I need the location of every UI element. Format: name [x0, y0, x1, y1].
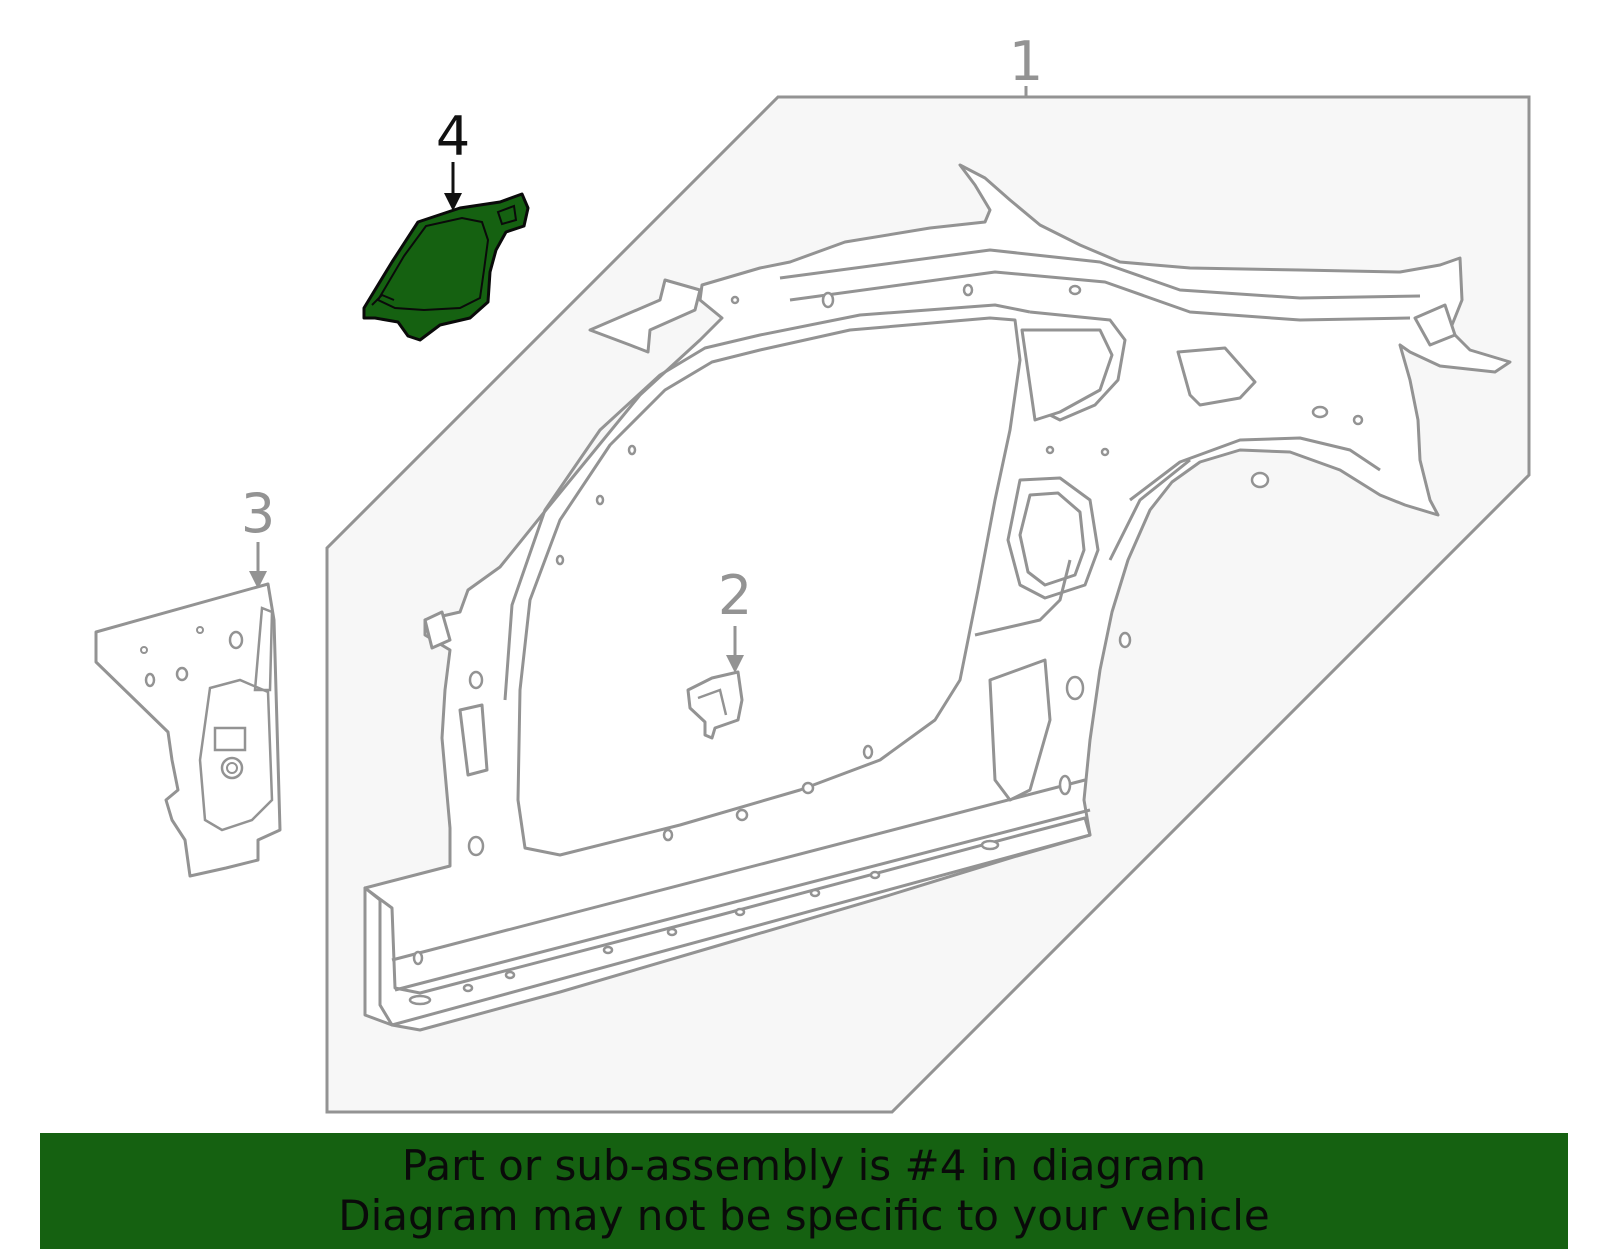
part-1-body-side-panel [363, 163, 1512, 1032]
banner-line-2: Diagram may not be specific to your vehi… [338, 1191, 1270, 1240]
part-3-reinforcement: 3 [94, 482, 282, 878]
part-2-bracket: 2 [686, 564, 752, 740]
part-4-highlighted-panel: 4 [362, 105, 530, 342]
callout-1-number: 1 [1009, 30, 1043, 93]
banner-line-1: Part or sub-assembly is #4 in diagram [401, 1141, 1207, 1190]
part-1-holes [408, 283, 1364, 1006]
info-banner: Part or sub-assembly is #4 in diagram Di… [40, 1133, 1568, 1249]
callout-2-number: 2 [718, 564, 752, 627]
callout-1: 1 [1009, 30, 1043, 97]
callout-3-number: 3 [241, 482, 275, 545]
callout-4-number: 4 [436, 105, 470, 168]
